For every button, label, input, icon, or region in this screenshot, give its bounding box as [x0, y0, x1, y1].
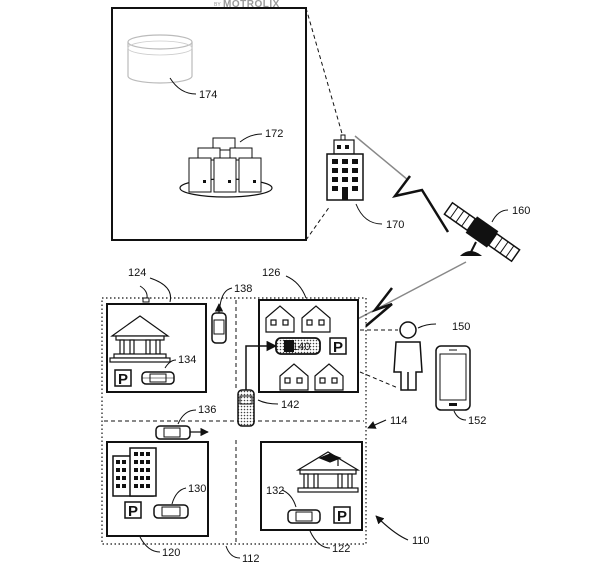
label-130: 130 [188, 483, 206, 495]
watermark-brand: MOTROLIX [223, 0, 280, 10]
car-icon [141, 371, 175, 385]
user-icon [393, 321, 423, 391]
car-icon [153, 504, 189, 519]
label-160: 160 [512, 205, 530, 217]
callout-line-bottom [305, 205, 331, 241]
watermark: BY MOTROLIX [214, 0, 280, 10]
database-icon [127, 34, 193, 84]
office-building-icon [326, 134, 364, 201]
smartphone-icon [435, 345, 471, 411]
data-center-box: 174 172 [111, 7, 307, 241]
label-152: 152 [468, 415, 486, 427]
vehicle-136 [155, 425, 209, 440]
target-car-140: 140 [275, 337, 321, 355]
label-170: 170 [386, 219, 404, 231]
label-136: 136 [198, 404, 216, 416]
label-132: 132 [266, 485, 284, 497]
label-112: 112 [242, 553, 260, 565]
label-172: 172 [265, 128, 283, 140]
vehicle-138 [211, 303, 227, 344]
parking-text-122: P [337, 508, 347, 525]
block-126-residential: P 140 [258, 299, 359, 393]
parking-sign-124 [114, 369, 132, 387]
callout-line-top [305, 7, 344, 138]
block-120-office: P [106, 441, 209, 537]
house-icon [265, 305, 344, 391]
label-126: 126 [262, 267, 280, 279]
arrow-110 [375, 515, 409, 541]
label-114: 114 [390, 415, 408, 427]
parking-text-120: P [128, 503, 138, 520]
block-122-university: P [260, 441, 363, 531]
label-140: 140 [292, 341, 310, 353]
label-174: 174 [199, 89, 217, 101]
parking-text-124: P [118, 371, 128, 388]
car-icon [287, 509, 321, 524]
label-134: 134 [178, 354, 196, 366]
label-110: 110 [412, 535, 430, 547]
label-120: 120 [162, 547, 180, 559]
label-138: 138 [234, 283, 252, 295]
city-area-boundary [101, 297, 367, 545]
satellite-icon [443, 201, 521, 263]
office-tower-icon [112, 447, 157, 497]
museum-icon [109, 315, 171, 363]
university-icon [295, 451, 361, 493]
parking-text-126: P [333, 339, 343, 356]
watermark-by: BY [214, 2, 221, 8]
label-142: 142 [281, 399, 299, 411]
wireless-link-upper [354, 135, 450, 233]
parking-sign-122 [333, 506, 351, 524]
vehicle-142 [237, 340, 278, 427]
arrow-114 [367, 419, 387, 429]
parking-sign-120 [124, 501, 142, 519]
server-cluster-icon [179, 137, 273, 198]
block-124-museum: P [106, 303, 207, 393]
label-122: 122 [332, 543, 350, 555]
label-124: 124 [128, 267, 146, 279]
parking-sign-126 [329, 337, 347, 355]
label-150: 150 [452, 321, 470, 333]
